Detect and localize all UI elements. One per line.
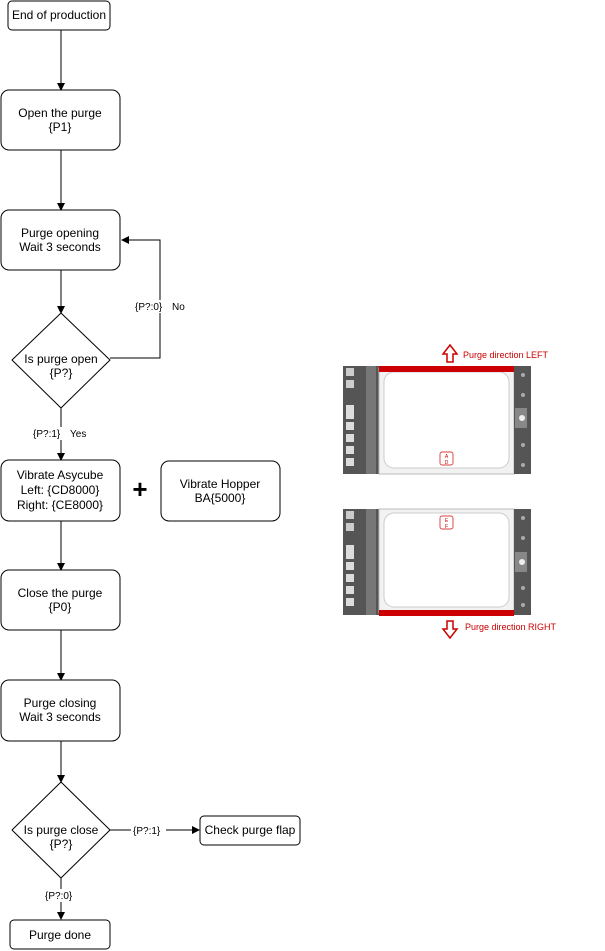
purge-left-arrow-icon <box>441 343 459 363</box>
edge-decision-no-loop <box>110 236 161 359</box>
node-vibrate-hopper[interactable]: Vibrate Hopper BA{5000} <box>160 460 281 522</box>
edge-label-close-ok: {P?:0} <box>45 891 73 902</box>
decision-is-purge-open-line1: Is purge open <box>24 352 97 366</box>
edge-label-close-fail: {P?:1} <box>133 826 161 837</box>
node-check-purge-flap[interactable]: Check purge flap <box>199 815 301 846</box>
node-close-purge-line1: Close the purge <box>18 586 103 600</box>
node-vibrate-asycube[interactable]: Vibrate Asycube Left: {CD8000} Right: {C… <box>0 459 121 522</box>
decision-is-purge-close-line1: Is purge close <box>24 823 99 837</box>
decision-is-purge-close-line2: {P?} <box>50 837 73 851</box>
node-close-purge[interactable]: Close the purge {P0} <box>0 569 121 631</box>
decision-is-purge-open-line2: {P?} <box>50 366 73 380</box>
plus-symbol: + <box>132 474 147 504</box>
node-purge-closing[interactable]: Purge closing Wait 3 seconds <box>0 679 121 742</box>
asycube-illustration-top: Purge direction LEFT A D <box>343 343 549 475</box>
edge-label-yes-condition: {P?:1} <box>33 429 61 440</box>
node-purge-closing-line2: Wait 3 seconds <box>19 710 101 724</box>
node-vibrate-asycube-line2: Left: {CD8000} <box>21 483 100 497</box>
node-open-purge[interactable]: Open the purge {P1} <box>0 89 121 151</box>
decision-is-purge-open[interactable]: Is purge open {P?} <box>11 312 111 409</box>
node-end-of-production[interactable]: End of production <box>7 0 111 31</box>
node-vibrate-asycube-line3: Right: {CE8000} <box>17 498 103 512</box>
node-open-purge-line1: Open the purge <box>18 106 102 120</box>
node-purge-closing-line1: Purge closing <box>24 696 97 710</box>
purge-left-caption: Purge direction LEFT <box>463 350 549 360</box>
edge-label-no: No <box>172 302 185 313</box>
asycube-illustration-bottom: E F Purge direction RIGHT <box>343 508 557 640</box>
decision-is-purge-close[interactable]: Is purge close {P?} <box>11 781 111 879</box>
node-open-purge-line2: {P1} <box>49 120 72 134</box>
edge-labels: {P?:0} No {P?:1} Yes {P?:1} {P?:0} <box>31 300 185 902</box>
node-vibrate-hopper-line2: BA{5000} <box>195 491 246 505</box>
bottom-mark-line1: E <box>445 518 449 524</box>
node-vibrate-hopper-line1: Vibrate Hopper <box>180 477 261 491</box>
node-purge-opening-line2: Wait 3 seconds <box>19 240 101 254</box>
node-vibrate-asycube-line1: Vibrate Asycube <box>17 468 104 482</box>
bottom-mark-line2: F <box>445 524 448 530</box>
edge-label-no-condition: {P?:0} <box>135 302 163 313</box>
edge-label-yes: Yes <box>70 429 86 440</box>
top-mark-line2: D <box>445 460 449 466</box>
top-mark-line1: A <box>445 454 449 460</box>
node-end-of-production-label: End of production <box>12 8 106 22</box>
node-purge-opening-line1: Purge opening <box>21 226 99 240</box>
node-purge-done-label: Purge done <box>29 928 91 942</box>
purge-right-caption: Purge direction RIGHT <box>465 622 557 632</box>
node-close-purge-line2: {P0} <box>49 600 72 614</box>
purge-right-arrow-icon <box>441 620 459 640</box>
node-purge-opening[interactable]: Purge opening Wait 3 seconds <box>0 209 121 271</box>
node-check-purge-flap-label: Check purge flap <box>205 823 296 837</box>
node-purge-done[interactable]: Purge done <box>9 919 111 950</box>
